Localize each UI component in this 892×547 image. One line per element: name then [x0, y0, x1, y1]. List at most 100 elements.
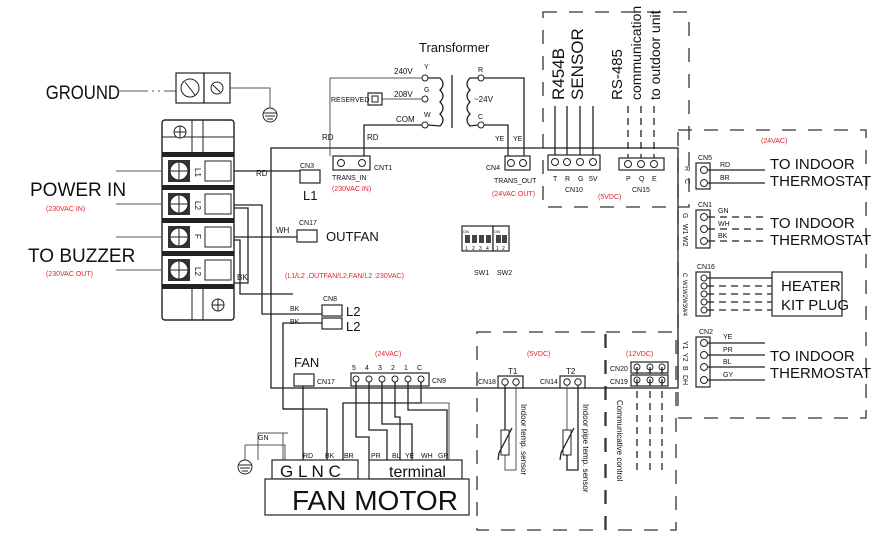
wires-pr-label: PR	[723, 347, 733, 354]
polyline-mark	[504, 385, 517, 471]
circle-mark	[417, 375, 425, 383]
secondary-taps-1-label: C	[478, 114, 483, 121]
polyline-mark	[484, 124, 509, 160]
wires-rd-label: RD	[303, 453, 313, 460]
circle-mark	[477, 74, 485, 82]
polyline-mark	[234, 207, 249, 284]
transformer-secondary-voltage-label: ~24V	[474, 95, 494, 104]
polyline-mark	[421, 402, 450, 460]
circle-mark	[700, 213, 708, 221]
cn9-pins-0-label: 5	[352, 365, 356, 372]
circle-mark	[700, 306, 708, 314]
wires-pr-label: PR	[371, 453, 381, 460]
circle-mark	[391, 375, 399, 383]
circle-mark	[574, 378, 582, 386]
circle-mark	[337, 159, 345, 167]
circle-mark	[700, 237, 708, 245]
circle-mark	[700, 282, 708, 290]
wires-bk-label: BK	[325, 453, 335, 460]
board-sw2-label: SW2	[497, 270, 512, 277]
cn16-pins-2-label: W2	[681, 289, 687, 299]
power-in-label: POWER IN	[30, 180, 126, 201]
wires-ye-label: YE	[723, 334, 733, 341]
circle-mark	[421, 95, 429, 103]
board-cn9-note-label: (24VAC)	[375, 351, 401, 358]
circle-mark	[501, 378, 509, 386]
polyline-mark	[363, 124, 422, 156]
cn9-pins-5-label: C	[417, 365, 422, 372]
polyline-mark	[484, 77, 525, 160]
cn9-pins-1-label: 4	[365, 365, 369, 372]
wires-rd-label: RD	[720, 162, 730, 169]
cn1-pins-0-label: G	[681, 213, 688, 218]
wires-ye-label: YE	[405, 453, 415, 460]
sw2-dip-switch[interactable]: ON 1 2	[492, 225, 510, 252]
board-t-note-label: (5VDC)	[527, 351, 550, 358]
cn1-pins-2-label: W2	[681, 236, 688, 247]
cn8-connector-a	[321, 304, 343, 317]
sensor-comm-enclosure	[542, 11, 690, 208]
heater-kit-plug	[771, 271, 843, 317]
external-heater1-label: HEATER	[781, 278, 841, 295]
fan-cn17-connector	[293, 373, 315, 387]
cn9-connector: 5 4 3 2 1 C	[350, 365, 430, 387]
rect-mark	[502, 235, 507, 243]
circle-mark	[700, 351, 708, 359]
circle-mark	[589, 158, 597, 166]
circle-mark	[210, 81, 224, 95]
cn10-pins-2-label: G	[578, 176, 583, 183]
circle-mark	[576, 158, 584, 166]
board-cn17-fan-label: CN17	[317, 379, 335, 386]
polyline-mark	[283, 408, 328, 460]
external-thermostat-note-label: (24VAC)	[761, 138, 787, 145]
cn5-pins-0-label: R	[683, 166, 690, 171]
cn2-pins-3-label: DH	[681, 375, 688, 385]
0-voltage-label: 240V	[394, 67, 413, 76]
rect-mark	[486, 235, 491, 243]
board-cn16-label: CN16	[697, 264, 715, 271]
external-comm1-label: communication	[628, 6, 644, 100]
wires-bk-label: BK	[237, 273, 248, 282]
wires-br-label: BR	[720, 175, 730, 182]
motor-ground-icon	[237, 459, 253, 475]
sw1-positions-0-label: 1	[465, 246, 468, 252]
path-mark	[427, 77, 444, 127]
temp-sensor-enclosure	[476, 331, 606, 531]
board-cn2-label: CN2	[699, 329, 713, 336]
secondary-taps-0-label: R	[478, 67, 483, 74]
rect-mark	[204, 193, 232, 215]
board-cn15-label: CN15	[632, 187, 650, 194]
cn3-connector	[299, 169, 321, 184]
terminal-row-l2: L2	[168, 193, 232, 215]
to-buzzer-label: TO BUZZER	[28, 246, 135, 267]
circle-mark	[365, 375, 373, 383]
board-dip-on-label: ON	[463, 229, 469, 234]
cn2-pins-1-label: Y2	[681, 353, 688, 362]
terminal-block	[161, 119, 235, 321]
path-mark	[466, 77, 479, 127]
board-trans-in-label: TRANS_IN	[332, 175, 367, 182]
2-tap-label: W	[424, 112, 431, 119]
cn2-connector	[695, 336, 711, 388]
cn9-pins-3-label: 2	[391, 365, 395, 372]
external-thermostat-label: THERMOSTAT	[770, 365, 871, 382]
cn10-pins-0-label: T	[553, 176, 558, 183]
cn15-pins-1-label: Q	[639, 176, 645, 183]
cn9-pins-4-label: 1	[404, 365, 408, 372]
pipe-temp-sensor-label: Indoor pipe temp. sensor	[581, 404, 590, 493]
sw1-dip-switch[interactable]: ON 1 2 3 4	[461, 225, 494, 252]
indoor-temp-sensor-thermistor-icon	[497, 385, 517, 471]
board-cn8-label: CN8	[323, 296, 337, 303]
circle-mark	[700, 363, 708, 371]
board-trans-out-label: TRANS_OUT	[494, 178, 537, 185]
wires-wh-label: WH	[718, 221, 730, 228]
to-indoor-thermostat-3: TO INDOOR	[770, 348, 855, 365]
board-cn4-label: CN4	[486, 165, 500, 172]
polyline-mark	[394, 382, 401, 460]
to-buzzer-note: (230VAC OUT)	[46, 271, 93, 278]
board-cn18-label: CN18	[478, 379, 496, 386]
circle-mark	[421, 74, 429, 82]
circle-mark	[551, 158, 559, 166]
circle-mark	[700, 298, 708, 306]
circle-mark	[700, 166, 708, 174]
